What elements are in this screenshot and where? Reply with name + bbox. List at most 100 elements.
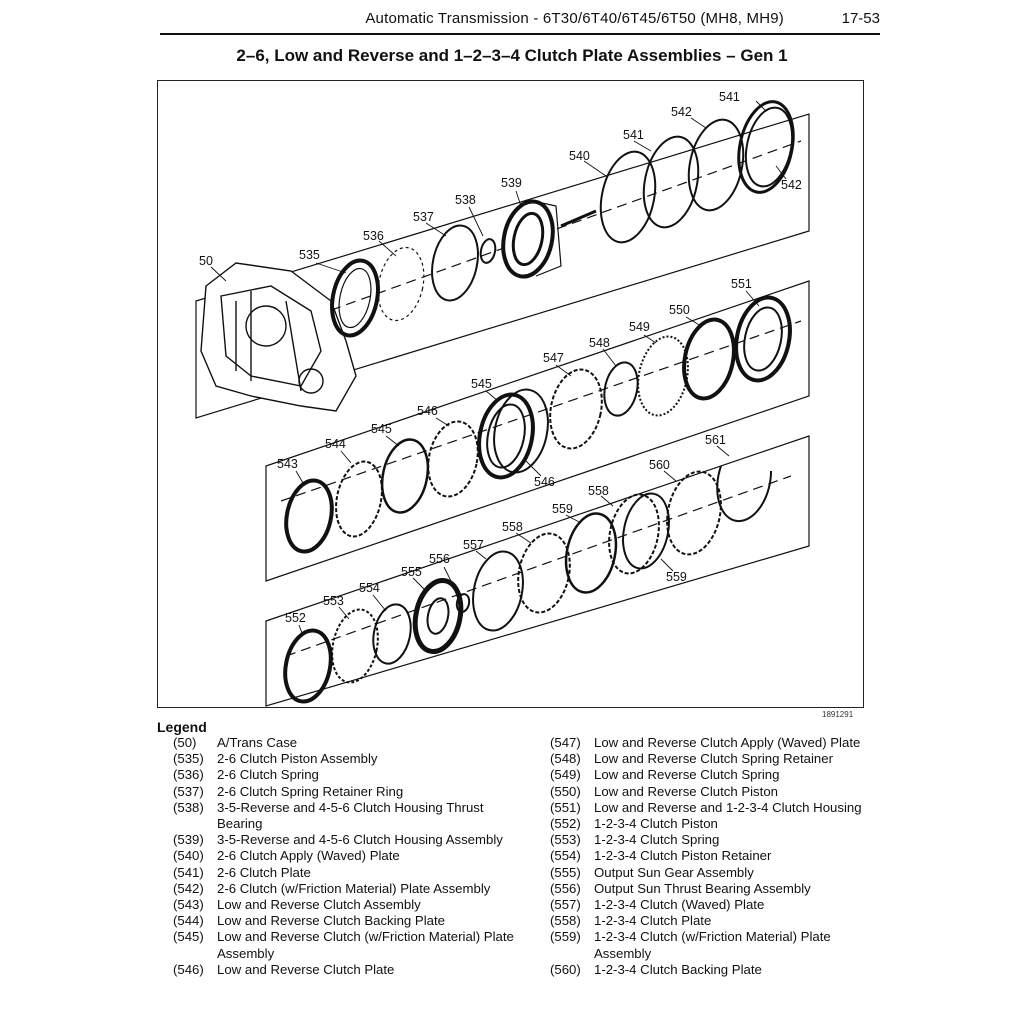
part-558b (608, 493, 660, 575)
part-557 (472, 550, 524, 632)
part-543 (284, 478, 334, 554)
callout-label: 554 (359, 581, 380, 595)
part-544 (335, 460, 383, 538)
legend-text: 2-6 Clutch (w/Friction Material) Plate A… (217, 880, 491, 896)
part-552 (283, 628, 333, 704)
legend-num: (541) (173, 864, 204, 880)
legend-num: (554) (550, 848, 581, 864)
legend-text: Low and Reverse Clutch Spring (594, 767, 780, 783)
legend-item: (560)1-2-3-4 Clutch Backing Plate (546, 962, 876, 978)
legend-item: (550) Low and Reverse Clutch Piston (546, 784, 876, 800)
callout-label: 558 (588, 484, 609, 498)
part-553 (331, 608, 379, 684)
part-541 (642, 135, 700, 229)
callout-label: 538 (455, 193, 476, 207)
legend-item: (557) 1-2-3-4 Clutch (Waved) Plate (546, 897, 876, 913)
page-header: Automatic Transmission - 6T30/6T40/6T45/… (160, 10, 880, 34)
callout-label: 545 (471, 377, 492, 391)
callout-label: 561 (705, 433, 726, 447)
legend-item: (541)2-6 Clutch Plate (160, 865, 532, 881)
legend-item: (548) Low and Reverse Clutch Spring Retai… (546, 751, 876, 767)
legend-text: Low and Reverse Clutch Piston (594, 783, 778, 799)
part-541b (737, 100, 795, 194)
callout-label: 560 (649, 458, 670, 472)
legend-item: (535) 2-6 Clutch Piston Assembly (160, 751, 532, 767)
legend-num: (547) (550, 735, 581, 750)
part-555-sun-gear (412, 577, 464, 655)
legend-text: 1-2-3-4 Clutch (w/Friction Material) Pla… (594, 929, 831, 961)
callout-label: 555 (401, 565, 422, 579)
legend-item: (555) Output Sun Gear Assembly (546, 865, 876, 881)
legend-text: 3-5-Reverse and 4-5-6 Clutch Housing Ass… (217, 832, 503, 848)
part-545-assembly (477, 388, 549, 480)
callout-label: 541 (719, 90, 740, 104)
legend-num: (537) (173, 783, 204, 799)
legend-text: Low and Reverse Clutch Assembly (217, 897, 421, 913)
legend-item: (551) Low and Reverse and 1-2-3-4 Clutch … (546, 800, 876, 816)
legend-num: (50) (173, 735, 197, 750)
callout-label: 551 (731, 277, 752, 291)
legend-text: 2-6 Clutch Spring (217, 767, 319, 783)
legend-num: (538) (173, 799, 204, 815)
legend-item: (552)1-2-3-4 Clutch Piston (546, 816, 876, 832)
legend-num: (551) (550, 799, 581, 815)
legend-num: (560) (550, 961, 581, 977)
legend-num: (546) (173, 961, 204, 977)
callout-label: 556 (429, 552, 450, 566)
legend-text: Low and Reverse Clutch Apply (Waved) Pla… (594, 735, 861, 750)
legend-num: (540) (173, 848, 204, 864)
part-554 (372, 603, 412, 665)
band-middle (265, 280, 810, 582)
axis-bottom (285, 475, 792, 657)
band-top (195, 113, 810, 419)
legend-text: 2-6 Clutch Piston Assembly (217, 751, 378, 767)
callout-label: 557 (463, 538, 484, 552)
legend-item: (554) 1-2-3-4 Clutch Piston Retainer (546, 848, 876, 864)
legend-item: (553)1-2-3-4 Clutch Spring (546, 832, 876, 848)
callout-label: 547 (543, 351, 564, 365)
part-548 (603, 361, 639, 417)
part-537 (431, 224, 479, 302)
legend-item: (540)2-6 Clutch Apply (Waved) Plate (160, 848, 532, 864)
callout-label: 550 (669, 303, 690, 317)
legend-num: (535) (173, 751, 204, 767)
legend-num: (543) (173, 897, 204, 913)
exploded-view-drawing: 5415425415405425395385375365355055155054… (195, 90, 810, 707)
legend-text: 1-2-3-4 Clutch Piston Retainer (594, 848, 772, 864)
callout-label: 50 (199, 254, 213, 268)
legend-num: (539) (173, 832, 204, 848)
part-547 (549, 368, 603, 450)
callout-label: 543 (277, 457, 298, 471)
legend-num: (536) (173, 767, 204, 783)
callout-label: 542 (671, 105, 692, 119)
legend-text: Low and Reverse and 1-2-3-4 Clutch Housi… (594, 799, 862, 815)
legend-right-column: (547) Low and Reverse Clutch Apply (Waved… (546, 735, 876, 978)
legend-num: (555) (550, 864, 581, 880)
part-545 (380, 438, 430, 514)
figure-id: 1891291 (822, 710, 854, 719)
trans-case-50 (200, 262, 357, 412)
legend-text: Low and Reverse Clutch Spring Retainer (594, 751, 833, 767)
legend-num: (544) (173, 913, 204, 929)
legend-item: (542)2-6 Clutch (w/Friction Material) Pl… (160, 881, 532, 897)
part-540 (599, 150, 657, 244)
callout-label: 546 (417, 404, 438, 418)
callout-label: 558 (502, 520, 523, 534)
header-title: Automatic Transmission - 6T30/6T40/6T45/… (365, 10, 784, 27)
legend-text: 1-2-3-4 Clutch Piston (594, 816, 718, 832)
legend-text: Output Sun Gear Assembly (594, 864, 754, 880)
part-561 (716, 465, 773, 523)
legend-num: (550) (550, 783, 581, 799)
part-550 (682, 317, 736, 401)
legend-item: (50)A/Trans Case (160, 735, 532, 751)
legend-text: 1-2-3-4 Clutch (Waved) Plate (594, 897, 765, 913)
callout-label: 559 (666, 570, 687, 584)
legend-item: (543) Low and Reverse Clutch Assembly (160, 897, 532, 913)
part-539-housing (501, 199, 597, 279)
legend-item: (537)2-6 Clutch Spring Retainer Ring (160, 784, 532, 800)
legend-num: (548) (550, 751, 581, 767)
legend-item: (546)Low and Reverse Clutch Plate (160, 962, 532, 978)
legend-num: (557) (550, 897, 581, 913)
legend-item: (558)1-2-3-4 Clutch Plate (546, 913, 876, 929)
callout-label: 544 (325, 437, 346, 451)
